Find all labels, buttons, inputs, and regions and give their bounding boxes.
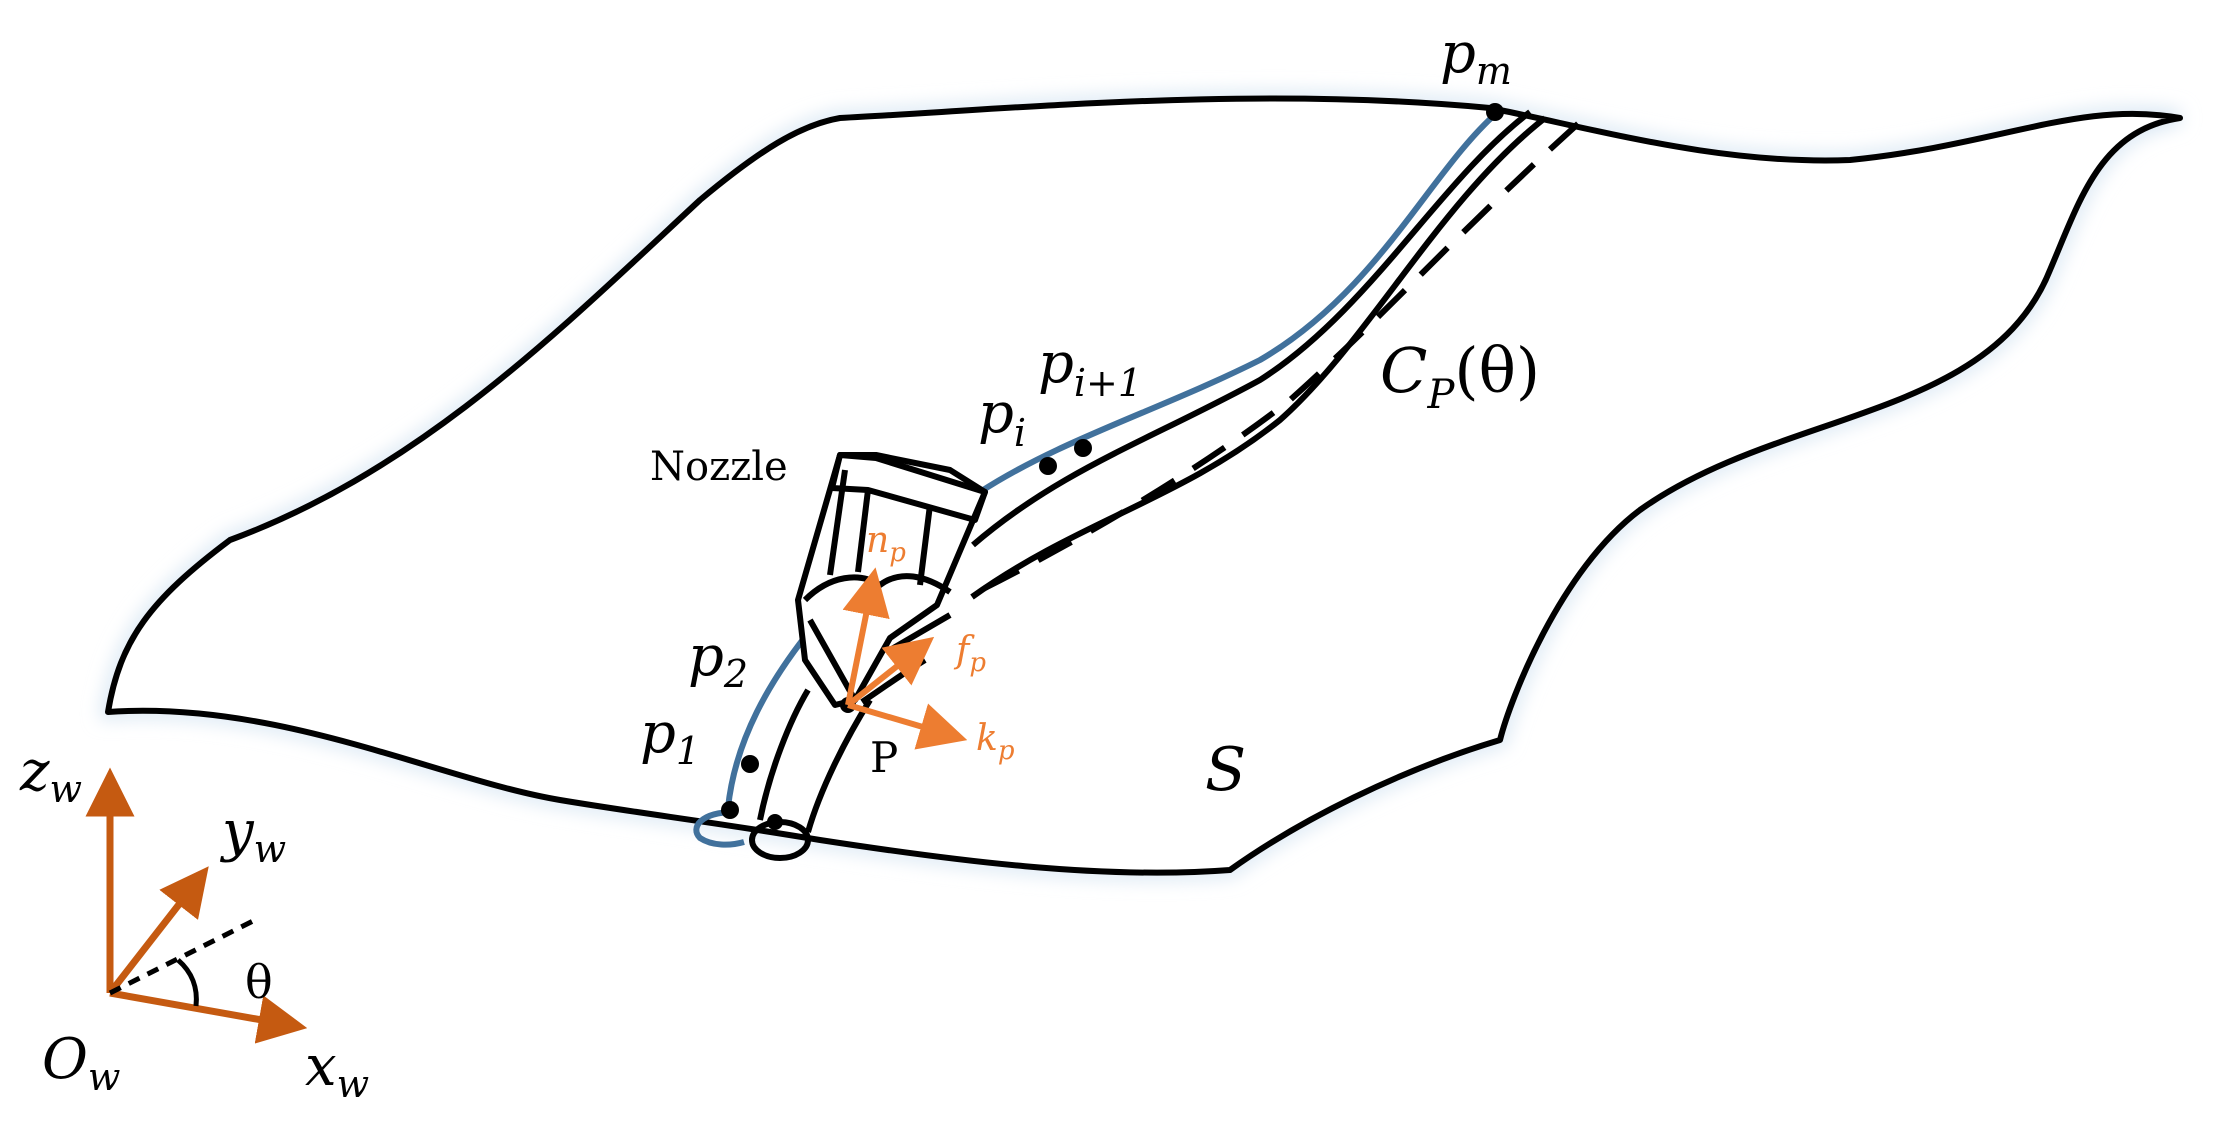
label-p2: p2 xyxy=(688,624,748,696)
lower-band-edge-1 xyxy=(757,688,811,821)
point-band-start-dot xyxy=(767,814,783,830)
label-O-w: Ow xyxy=(42,1027,120,1099)
label-k-p: kp xyxy=(976,718,1015,766)
label-curve: CP(θ) xyxy=(1380,334,1540,418)
zw-sub: w xyxy=(50,767,83,811)
vector-k-p xyxy=(847,702,968,750)
pi-sub: i xyxy=(1014,411,1026,455)
ow-main: O xyxy=(42,1027,88,1092)
label-pm: pm xyxy=(1440,21,1512,93)
spray-band-edge-1 xyxy=(971,109,1532,548)
lower-band-edge-2 xyxy=(805,698,873,833)
p2-sub: 2 xyxy=(723,652,748,696)
p2-main: p xyxy=(688,624,724,689)
label-pi1: pi+1 xyxy=(1038,331,1142,405)
kp-main: k xyxy=(976,718,998,759)
label-z-w: zw xyxy=(19,739,82,811)
point-p1-start-dot xyxy=(721,801,739,819)
zw-main: z xyxy=(19,739,50,804)
nozzle-rib-1 xyxy=(855,489,871,573)
pm-sub: m xyxy=(1476,49,1512,93)
point-p2-dot xyxy=(741,755,759,773)
label-p1: p1 xyxy=(640,701,700,773)
xw-sub: w xyxy=(337,1062,370,1106)
np-sub: p xyxy=(889,538,906,568)
pi1-main: p xyxy=(1038,331,1074,396)
np-main: n xyxy=(866,520,889,561)
label-y-w: yw xyxy=(219,799,286,871)
theta-arc xyxy=(176,958,199,1007)
xw-main: x xyxy=(305,1034,337,1099)
point-pi-dot xyxy=(1039,457,1057,475)
axis-y-w xyxy=(107,866,209,996)
pm-main: p xyxy=(1440,21,1476,86)
p1-main: p xyxy=(640,701,676,766)
fp-sub: p xyxy=(969,648,986,678)
axis-x-w xyxy=(109,989,308,1044)
label-x-w: xw xyxy=(305,1034,369,1106)
label-pi: pi xyxy=(978,381,1026,455)
nozzle-rib-2 xyxy=(917,504,933,586)
sprayed-path-upper xyxy=(978,107,1502,495)
label-surface-S: S xyxy=(1205,735,1246,805)
surface-outline xyxy=(105,95,2183,876)
yw-main: y xyxy=(219,799,255,864)
kp-sub: p xyxy=(998,736,1015,766)
point-pm-dot xyxy=(1486,103,1504,121)
sprayed-path-lower xyxy=(725,626,815,809)
p1-sub: 1 xyxy=(676,729,700,773)
label-n-p: np xyxy=(866,520,906,568)
label-nozzle: Nozzle xyxy=(650,444,788,490)
label-theta: θ xyxy=(245,955,273,1009)
label-point-P: P xyxy=(870,733,898,782)
vector-n-p xyxy=(842,567,890,706)
yw-sub: w xyxy=(254,827,287,871)
pi-main: p xyxy=(978,381,1014,446)
vector-f-p xyxy=(846,636,935,708)
pi1-sub: i+1 xyxy=(1074,361,1142,405)
spray-band-edge-dashed xyxy=(983,119,1583,591)
curve-main: C xyxy=(1380,334,1427,407)
curve-arg: (θ) xyxy=(1454,334,1540,407)
nozzle-top-band xyxy=(829,452,988,523)
theta-reference-dashed xyxy=(108,917,257,996)
curve-sub: P xyxy=(1426,372,1455,418)
spray-band-edge-2 xyxy=(970,115,1547,600)
path-start-ellipse xyxy=(693,809,745,848)
nozzle-rib-3 xyxy=(827,469,848,576)
point-pi1-dot xyxy=(1074,439,1092,457)
ow-sub: w xyxy=(88,1055,121,1099)
